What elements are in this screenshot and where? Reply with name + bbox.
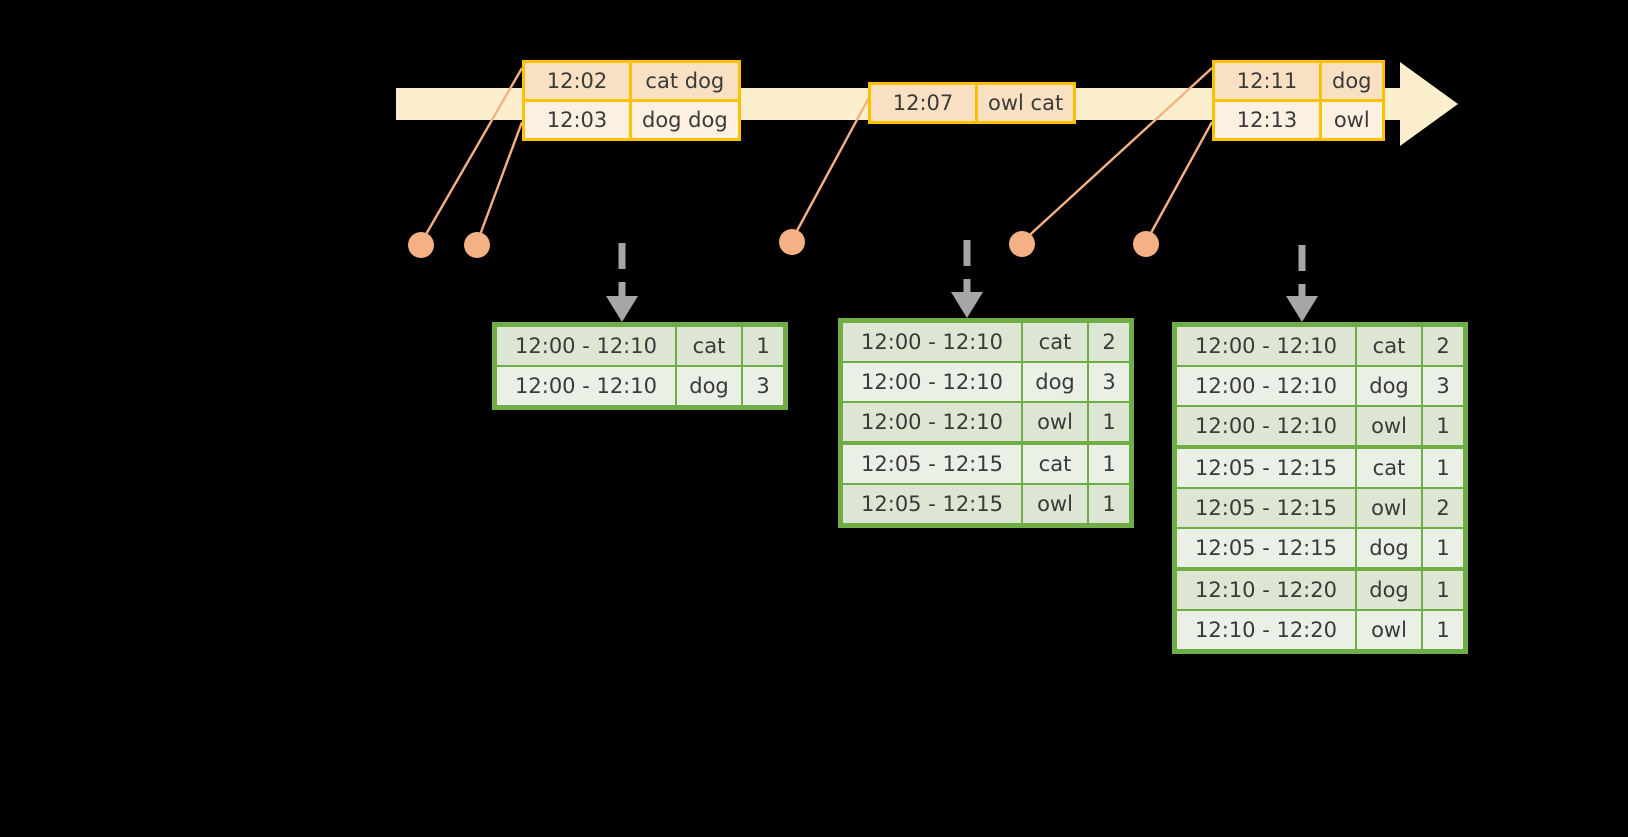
event-time: 12:11: [1215, 63, 1322, 102]
connector-line-2: [475, 121, 524, 244]
event-box-group-3[interactable]: 12:11 dog 12:13 owl: [1212, 60, 1385, 141]
result-window-cell: 12:00 - 12:10: [843, 403, 1021, 443]
result-window-cell: 12:10 - 12:20: [1177, 571, 1355, 609]
result-word-cell: dog: [1357, 571, 1421, 609]
result-word-cell: dog: [1357, 367, 1421, 405]
dot-12-11: [1009, 231, 1035, 257]
result-word-cell: dog: [677, 367, 741, 405]
event-time: 12:13: [1215, 102, 1322, 138]
result-window-cell: 12:05 - 12:15: [843, 485, 1021, 523]
result-word-cell: dog: [1357, 529, 1421, 569]
result-count-cell: 1: [743, 327, 783, 365]
result-count-cell: 3: [1089, 363, 1129, 401]
connector-line-5: [1144, 121, 1214, 243]
result-count-cell: 2: [1423, 327, 1463, 365]
event-payload: owl: [1322, 102, 1382, 138]
result-window-cell: 12:05 - 12:15: [843, 445, 1021, 483]
result-word-cell: cat: [1357, 327, 1421, 365]
event-row[interactable]: 12:03 dog dog: [525, 102, 738, 138]
emit-arrows: [606, 240, 1318, 322]
event-time: 12:02: [525, 63, 632, 102]
result-word-cell: cat: [677, 327, 741, 365]
result-window-cell: 12:00 - 12:10: [497, 327, 675, 365]
result-word-cell: owl: [1357, 407, 1421, 447]
result-window-cell: 12:00 - 12:10: [1177, 407, 1355, 447]
result-count-cell: 1: [1423, 529, 1463, 569]
result-count-cell: 2: [1089, 323, 1129, 361]
result-window-cell: 12:00 - 12:10: [843, 363, 1021, 401]
dot-12-03: [464, 232, 490, 258]
result-count-cell: 1: [1089, 445, 1129, 483]
result-count-cell: 2: [1423, 489, 1463, 527]
result-word-cell: cat: [1023, 323, 1087, 361]
event-box-group-2[interactable]: 12:07 owl cat: [868, 82, 1077, 124]
result-word-cell: dog: [1023, 363, 1087, 401]
event-time: 12:03: [525, 102, 632, 138]
result-count-cell: 1: [1089, 485, 1129, 523]
result-window-cell: 12:05 - 12:15: [1177, 449, 1355, 487]
result-count-cell: 1: [1423, 611, 1463, 649]
source-dots: [408, 229, 1159, 258]
event-row[interactable]: 12:07 owl cat: [871, 85, 1074, 121]
event-payload: owl cat: [978, 85, 1074, 121]
result-window-cell: 12:00 - 12:10: [1177, 367, 1355, 405]
event-row[interactable]: 12:02 cat dog: [525, 63, 738, 102]
result-count-cell: 3: [743, 367, 783, 405]
result-count-cell: 1: [1423, 449, 1463, 487]
result-window-cell: 12:00 - 12:10: [1177, 327, 1355, 365]
result-window-cell: 12:05 - 12:15: [1177, 529, 1355, 569]
result-window-cell: 12:05 - 12:15: [1177, 489, 1355, 527]
dot-12-07: [779, 229, 805, 255]
result-window-cell: 12:10 - 12:20: [1177, 611, 1355, 649]
result-word-cell: owl: [1357, 611, 1421, 649]
result-window-cell: 12:00 - 12:10: [497, 367, 675, 405]
event-payload: dog dog: [632, 102, 738, 138]
event-row[interactable]: 12:13 owl: [1215, 102, 1382, 138]
result-word-cell: owl: [1023, 403, 1087, 443]
result-count-cell: 3: [1423, 367, 1463, 405]
emit-arrow-2: [951, 240, 983, 318]
result-word-cell: owl: [1023, 485, 1087, 523]
dot-12-13: [1133, 231, 1159, 257]
result-count-cell: 1: [1423, 407, 1463, 447]
emit-arrow-1: [606, 243, 638, 322]
result-count-cell: 1: [1089, 403, 1129, 443]
result-window-cell: 12:00 - 12:10: [843, 323, 1021, 361]
result-word-cell: owl: [1357, 489, 1421, 527]
event-row[interactable]: 12:11 dog: [1215, 63, 1382, 102]
event-payload: cat dog: [632, 63, 738, 102]
event-payload: dog: [1322, 63, 1382, 102]
event-box-group-1[interactable]: 12:02 cat dog 12:03 dog dog: [522, 60, 741, 141]
result-count-cell: 1: [1423, 571, 1463, 609]
result-word-cell: cat: [1357, 449, 1421, 487]
emit-arrow-3: [1286, 245, 1318, 322]
connector-line-3: [790, 91, 874, 241]
dot-12-02: [408, 232, 434, 258]
connector-line-1: [419, 67, 524, 244]
event-time: 12:07: [871, 85, 978, 121]
result-word-cell: cat: [1023, 445, 1087, 483]
